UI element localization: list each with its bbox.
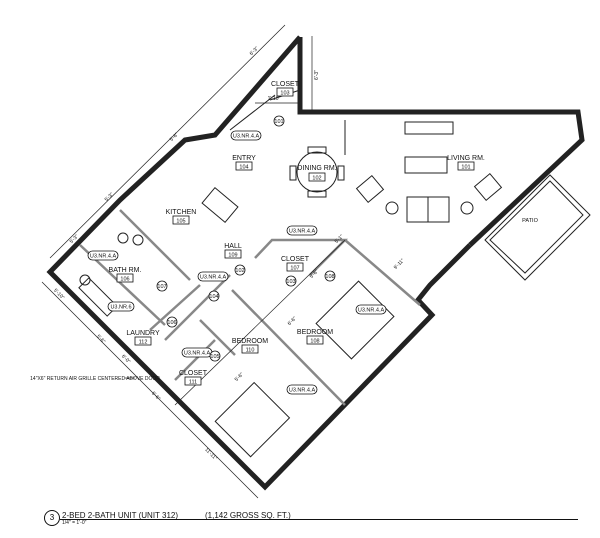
svg-text:5'-6": 5'-6" xyxy=(150,391,161,402)
svg-text:BEDROOM: BEDROOM xyxy=(232,338,268,345)
return-air-note: 14"X6" RETURN AIR GRILLE CENTERED ABOVE … xyxy=(30,376,160,382)
tv-console xyxy=(404,121,454,135)
svg-text:U3.NR.4.A: U3.NR.4.A xyxy=(200,275,227,281)
door-tags: 101 102 103 104 105 106 107 108 xyxy=(156,115,336,362)
dimension-lines xyxy=(41,24,346,499)
room-entry: ENTRY 104 xyxy=(232,155,256,171)
svg-text:CLOSET: CLOSET xyxy=(281,256,310,263)
svg-text:102: 102 xyxy=(312,176,321,182)
svg-text:ENTRY: ENTRY xyxy=(232,155,256,162)
room-bath: BATH RM. 106 xyxy=(109,267,142,283)
svg-text:5'-3": 5'-3" xyxy=(104,191,115,202)
svg-text:5'-6": 5'-6" xyxy=(234,371,245,382)
svg-text:5'-6": 5'-6" xyxy=(169,131,180,142)
svg-text:112: 112 xyxy=(139,340,148,346)
svg-text:105: 105 xyxy=(210,354,219,360)
svg-text:108: 108 xyxy=(325,274,334,280)
svg-text:5'-3": 5'-3" xyxy=(69,233,80,244)
svg-text:104: 104 xyxy=(209,294,218,300)
svg-text:5'-6": 5'-6" xyxy=(95,334,106,345)
svg-text:U3.NR.4.A: U3.NR.4.A xyxy=(289,229,316,235)
svg-text:CLOSET: CLOSET xyxy=(271,81,300,88)
drawing-scale: 1/4" = 1'-0" xyxy=(62,520,87,526)
svg-text:1'-10": 1'-10" xyxy=(268,96,281,102)
svg-text:5'-6": 5'-6" xyxy=(309,268,320,279)
wall-type-tags: U3.NR.4.A U3.NR.4.A U3.NR.4.A U3.NR.4.A … xyxy=(87,130,387,395)
svg-text:103: 103 xyxy=(286,279,295,285)
patio-label: PATIO xyxy=(522,218,538,224)
svg-text:14"X6" RETURN AIR GRILLE CENTE: 14"X6" RETURN AIR GRILLE CENTERED ABOVE … xyxy=(30,376,160,382)
svg-text:U3.NR.4.A: U3.NR.4.A xyxy=(358,308,385,314)
svg-text:11'-11": 11'-11" xyxy=(203,447,218,462)
armchair xyxy=(355,174,385,204)
exterior-walls xyxy=(46,35,585,491)
drawing-number: 3 xyxy=(44,510,60,526)
svg-text:U3.NR.6: U3.NR.6 xyxy=(110,305,131,311)
svg-text:105: 105 xyxy=(176,219,185,225)
furniture xyxy=(78,121,503,458)
svg-text:U3.NR.4.A: U3.NR.4.A xyxy=(289,388,316,394)
dining-table xyxy=(296,151,338,193)
svg-text:101: 101 xyxy=(461,165,470,171)
svg-text:6'-0": 6'-0" xyxy=(120,354,131,365)
svg-text:U3.NR.4.A: U3.NR.4.A xyxy=(233,134,260,140)
svg-text:BATH RM.: BATH RM. xyxy=(109,267,142,274)
room-hall: HALL 109 xyxy=(224,243,242,259)
room-closet-107: CLOSET 107 xyxy=(281,256,310,272)
svg-text:KITCHEN: KITCHEN xyxy=(166,209,197,216)
svg-text:9'-11": 9'-11" xyxy=(393,258,406,271)
armchair xyxy=(473,172,503,202)
room-kitchen: KITCHEN 105 xyxy=(166,209,197,225)
svg-text:6'-3": 6'-3" xyxy=(314,70,320,80)
svg-text:108: 108 xyxy=(310,339,319,345)
title-underline xyxy=(60,519,578,520)
svg-text:6'-6": 6'-6" xyxy=(287,315,298,326)
svg-text:109: 109 xyxy=(228,253,237,259)
svg-text:106: 106 xyxy=(167,320,176,326)
svg-text:CLOSET: CLOSET xyxy=(179,370,208,377)
kitchen-island xyxy=(201,186,239,224)
svg-text:6'-3": 6'-3" xyxy=(249,45,260,56)
svg-text:107: 107 xyxy=(157,284,166,290)
svg-text:102: 102 xyxy=(235,268,244,274)
gross-area: (1,142 GROSS SQ. FT.) xyxy=(205,511,291,520)
room-laundry: LAUNDRY 112 xyxy=(126,330,160,346)
svg-text:110: 110 xyxy=(246,348,255,354)
room-bedroom-108: BEDROOM 108 xyxy=(297,329,333,345)
room-living: LIVING RM. 101 xyxy=(447,155,485,171)
svg-text:LIVING RM.: LIVING RM. xyxy=(447,155,485,162)
svg-text:107: 107 xyxy=(290,266,299,272)
svg-text:106: 106 xyxy=(120,277,129,283)
svg-text:111: 111 xyxy=(189,380,197,386)
room-dining: DINING RM. 102 xyxy=(297,165,336,182)
svg-text:104: 104 xyxy=(239,165,248,171)
svg-text:LAUNDRY: LAUNDRY xyxy=(126,330,160,337)
bed xyxy=(315,280,395,360)
coffee-table xyxy=(404,156,448,174)
toilet xyxy=(79,274,91,286)
svg-text:101: 101 xyxy=(274,119,283,125)
patio: PATIO xyxy=(484,174,591,281)
room-bedroom-110: BEDROOM 110 xyxy=(232,338,268,354)
svg-text:103: 103 xyxy=(280,91,289,97)
room-closet-111: CLOSET 111 xyxy=(179,370,208,386)
svg-text:BEDROOM: BEDROOM xyxy=(297,329,333,336)
bed xyxy=(214,381,291,458)
svg-text:HALL: HALL xyxy=(224,243,242,250)
svg-text:U3.NR.4.A: U3.NR.4.A xyxy=(90,254,117,260)
svg-text:5'-1": 5'-1" xyxy=(334,233,345,244)
room-labels: LIVING RM. 101 DINING RM. 102 CLOSET 103 EN… xyxy=(109,81,485,386)
interior-walls xyxy=(79,89,421,406)
svg-text:DINING RM.: DINING RM. xyxy=(297,165,336,172)
svg-text:U3.NR.4.A: U3.NR.4.A xyxy=(184,351,211,357)
room-closet-103: CLOSET 103 xyxy=(271,81,300,97)
drawing-title: 2-BED 2-BATH UNIT (UNIT 312) xyxy=(62,511,179,520)
